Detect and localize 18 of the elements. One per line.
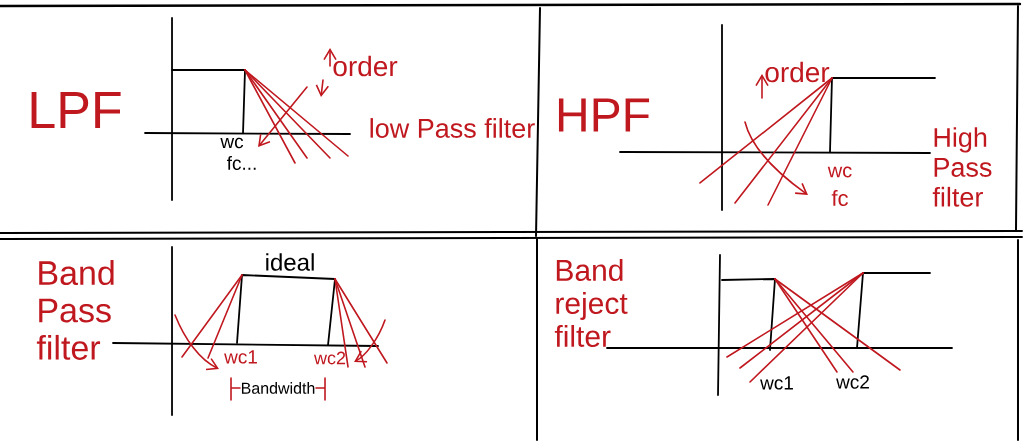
filter-name: low Pass filter	[370, 118, 535, 138]
dimension-label: Bandwidth	[241, 382, 315, 394]
filter-abbreviation: HPF	[558, 98, 650, 132]
annotation-text: order	[765, 61, 830, 83]
axis-label: fc	[831, 189, 848, 207]
filter-name: High Pass filter	[932, 127, 992, 207]
curve-label: ideal	[266, 253, 314, 271]
axis-label: wc2	[313, 351, 346, 365]
filter-name: Band reject filter	[554, 259, 628, 347]
axis-label: wc1	[224, 350, 257, 364]
annotation-text: order	[333, 55, 398, 77]
axis-label: wc	[220, 137, 244, 149]
axis-label: wc	[827, 166, 852, 178]
filter-name: Band Pass filter	[36, 260, 114, 360]
axis-label: wc2	[836, 375, 869, 389]
axis-label: fc...	[227, 156, 256, 170]
axis-label: wc1	[760, 376, 793, 390]
filter-abbreviation: LPF	[31, 92, 121, 128]
